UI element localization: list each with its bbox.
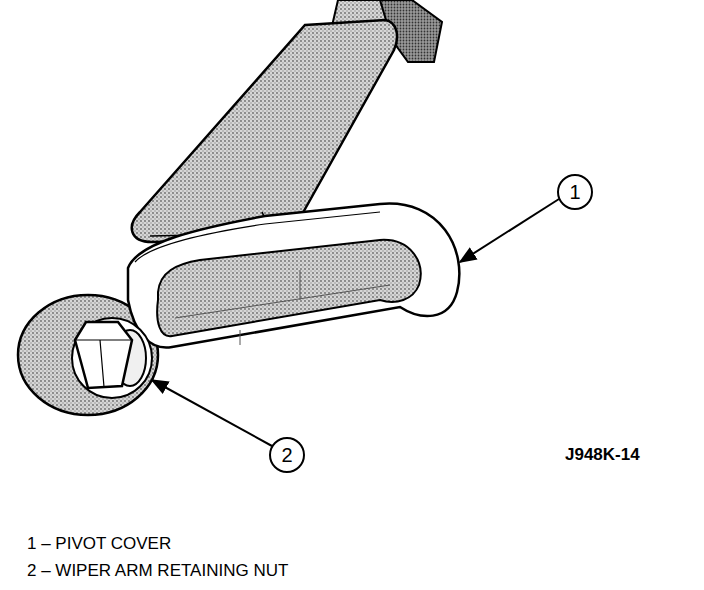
callout-number: 2	[281, 444, 292, 466]
cover-floor	[175, 270, 390, 345]
washer	[72, 318, 152, 398]
legend-text: 2 – WIPER ARM RETAINING NUT	[27, 562, 288, 581]
nut-edges	[75, 340, 132, 387]
callout-circle	[558, 175, 592, 209]
leader-line	[152, 380, 272, 446]
leader-line	[460, 199, 559, 262]
retaining-nut	[75, 322, 132, 388]
callout-circle	[270, 438, 304, 472]
figure-code: J948K-14	[565, 446, 640, 465]
pivot-cover-opening	[157, 240, 420, 336]
callout-number: 1	[569, 181, 580, 203]
pivot-cover	[128, 204, 459, 348]
legend-text: 1 – PIVOT COVER	[27, 535, 171, 554]
